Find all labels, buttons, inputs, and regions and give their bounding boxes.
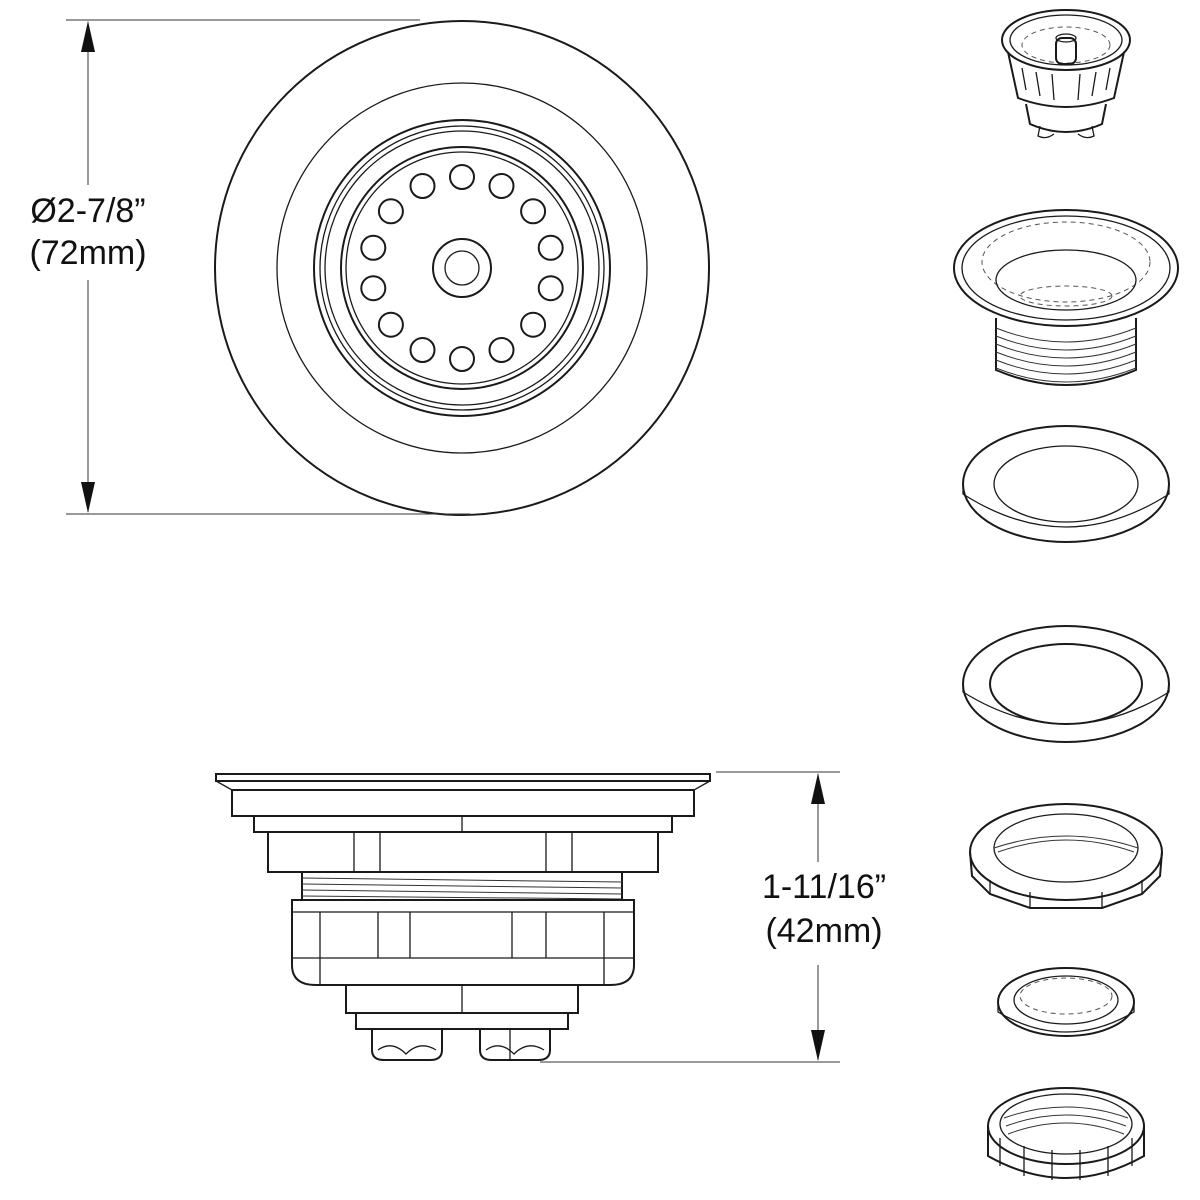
drain-holes <box>360 164 564 372</box>
drain-hole <box>449 346 475 372</box>
drain-hole <box>360 234 387 261</box>
drain-hole <box>537 234 564 261</box>
drain-hole <box>520 198 547 225</box>
diameter-dimension: Ø2-7/8” (72mm) <box>29 19 470 515</box>
tailpiece-nut-icon <box>987 1087 1145 1180</box>
drain-hole <box>488 173 515 199</box>
threaded-body-flange-icon <box>953 209 1179 386</box>
threaded-locknut-icon <box>969 803 1163 909</box>
diameter-metric-label: (72mm) <box>29 234 146 272</box>
strainer-basket-icon <box>1001 9 1131 139</box>
height-metric-label: (42mm) <box>765 912 882 950</box>
drain-hole <box>409 337 436 363</box>
height-imperial-label: 1-11/16” <box>762 868 886 906</box>
drain-hole <box>537 275 564 302</box>
retaining-ring-icon <box>997 967 1135 1037</box>
strainer-top-view <box>214 20 710 516</box>
rubber-washer-icon <box>962 625 1170 743</box>
arrow-down-icon <box>81 482 95 513</box>
flat-gasket-icon <box>962 425 1170 543</box>
drain-hole <box>449 164 475 190</box>
diameter-imperial-label: Ø2-7/8” <box>30 192 145 230</box>
drain-hole <box>520 311 547 338</box>
drain-hole <box>377 311 404 338</box>
arrow-up-icon <box>811 773 825 804</box>
height-dimension: 1-11/16” (42mm) <box>540 771 886 1063</box>
drain-hole <box>488 337 515 363</box>
drain-hole <box>360 275 387 302</box>
arrow-down-icon <box>811 1030 825 1061</box>
strainer-side-view <box>215 773 711 1061</box>
arrow-up-icon <box>81 21 95 52</box>
drain-hole <box>377 198 404 225</box>
drain-hole <box>409 173 436 199</box>
